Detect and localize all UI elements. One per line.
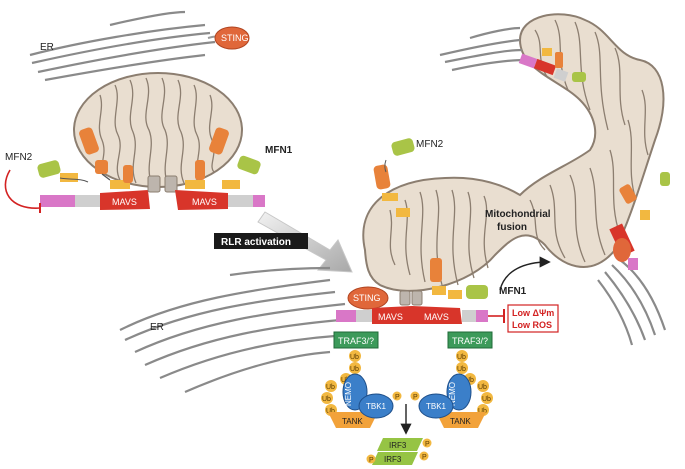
- tbk1-label-right: TBK1: [426, 402, 447, 411]
- nemo-label-left: NEMO: [344, 382, 353, 406]
- mfn1-top: [209, 127, 261, 189]
- kinase-complex-left: TANK NEMO TBK1 P: [328, 373, 402, 428]
- svg-text:Ub: Ub: [465, 377, 474, 384]
- svg-text:Ub: Ub: [350, 354, 359, 361]
- traf3-left: TRAF3/?: [333, 331, 379, 349]
- mavs-bottom-pair: MAVS MAVS: [336, 290, 488, 324]
- tbk1-label-left: TBK1: [366, 402, 387, 411]
- er-top-right: [439, 26, 526, 72]
- svg-text:P: P: [422, 454, 427, 461]
- mavs-complex-left: MAVS: [40, 160, 161, 210]
- mavs-label-right-top: MAVS: [192, 197, 217, 207]
- mavs-complex-top-right: [518, 48, 586, 82]
- irf3-label-2: IRF3: [384, 455, 402, 464]
- svg-text:Ub: Ub: [457, 366, 466, 373]
- low-ros-label: Low ROS: [512, 320, 552, 330]
- mavs-complex-right-edge: [609, 172, 670, 270]
- svg-text:Ub: Ub: [457, 354, 466, 361]
- rlr-activation-box: [214, 233, 308, 249]
- mito-fusion-label-1: Mitochondrial: [485, 209, 551, 220]
- tank-label-left: TANK: [342, 417, 363, 426]
- traf-label-right: TRAF3/?: [452, 336, 488, 346]
- kinase-complex-right: TANK NEMO TBK1 P: [410, 373, 486, 428]
- er-label-bottom: ER: [150, 322, 164, 333]
- mfn2-left: [37, 127, 99, 183]
- mitochondrion-top-left: [73, 72, 243, 188]
- svg-text:Ub: Ub: [478, 384, 487, 391]
- svg-text:Ub: Ub: [326, 408, 335, 415]
- svg-text:P: P: [425, 441, 430, 448]
- mfn2-label-right: MFN2: [416, 139, 444, 150]
- svg-text:Ub: Ub: [478, 408, 487, 415]
- low-potential-box: Low ΔΨm Low ROS: [488, 304, 559, 333]
- svg-text:Ub: Ub: [350, 366, 359, 373]
- irf3-dimer: IRF3 IRF3 P P P: [366, 438, 432, 465]
- tank-label-right: TANK: [450, 417, 471, 426]
- svg-text:P: P: [413, 394, 418, 401]
- traf-label-left: TRAF3/?: [338, 336, 374, 346]
- mavs-label-bottom-left: MAVS: [378, 312, 403, 322]
- mfn2-label-left: MFN2: [5, 152, 33, 163]
- mavs-complex-right-top: MAVS: [164, 160, 265, 210]
- mfn2-right: [373, 138, 415, 217]
- mito-fusion-label-2: fusion: [497, 222, 527, 233]
- svg-text:P: P: [369, 457, 374, 464]
- svg-text:P: P: [395, 394, 400, 401]
- sting-bottom: STING: [347, 286, 389, 310]
- mfn1-label-bottom: MFN1: [499, 286, 527, 297]
- er-label-top: ER: [40, 42, 54, 53]
- traf3-right: TRAF3/?: [447, 331, 493, 349]
- nemo-label-right: NEMO: [448, 382, 457, 406]
- irf3-label-1: IRF3: [389, 441, 407, 450]
- svg-text:Ub: Ub: [322, 396, 331, 403]
- mfn1-bottom: [430, 258, 488, 299]
- svg-text:Ub: Ub: [326, 384, 335, 391]
- er-bottom: [119, 266, 346, 394]
- er-top-left: [29, 10, 216, 82]
- sting-label-top: STING: [221, 33, 249, 43]
- low-dpsi-label: Low ΔΨm: [512, 308, 554, 318]
- mavs-label-bottom-right: MAVS: [424, 312, 449, 322]
- svg-text:Ub: Ub: [482, 396, 491, 403]
- mavs-label-left: MAVS: [112, 197, 137, 207]
- sting-top: STING: [207, 26, 250, 50]
- sting-label-bottom: STING: [353, 293, 381, 303]
- rlr-activation-label: RLR activation: [221, 237, 291, 248]
- mfn1-label-top: MFN1: [265, 145, 293, 156]
- fusion-arrow: [499, 256, 551, 291]
- er-right: [597, 259, 667, 346]
- mfn2-inhibition-arc: [4, 169, 41, 209]
- fused-mitochondrion: [362, 13, 665, 292]
